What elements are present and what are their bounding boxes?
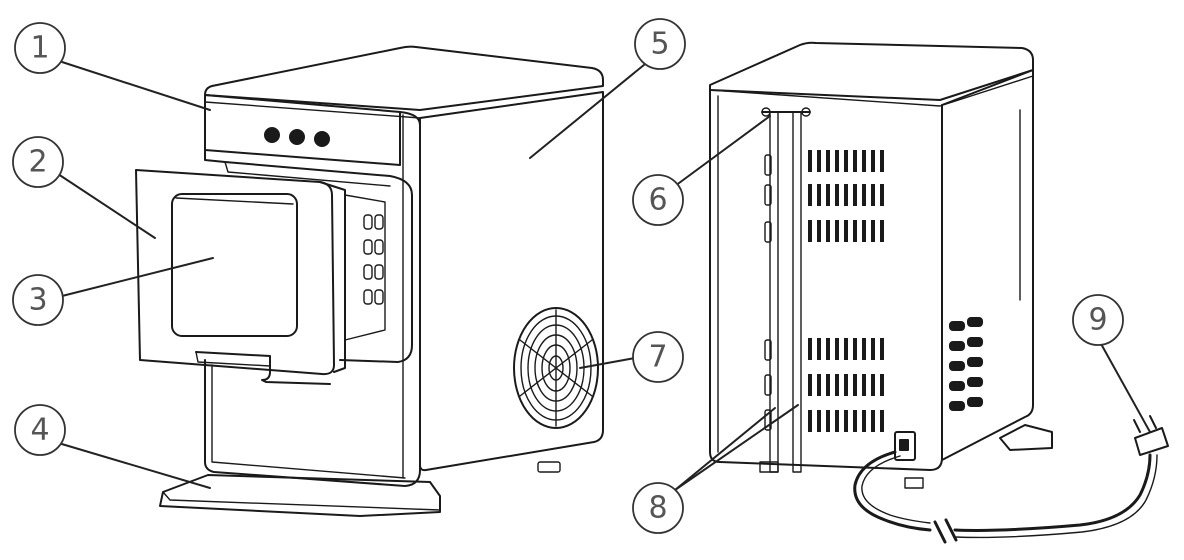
door-handle [195,351,331,385]
callout-8: 8 [632,482,684,534]
svg-text:9: 9 [1088,303,1107,338]
leader-9 [1099,341,1151,433]
door-window [171,193,298,337]
power-cord [853,450,932,532]
select-knob-icon [314,131,330,147]
leader-5 [529,59,651,159]
callout-1: 1 [14,22,66,74]
callout-4: 4 [14,404,66,456]
side-panel [419,91,604,472]
front-view [135,45,604,517]
callout-9: 9 [1072,294,1124,346]
top-lid [204,45,604,111]
back-vents-upper [764,150,884,243]
svg-text:8: 8 [648,491,667,526]
drip-tray [159,474,441,517]
back-top-lid [709,41,1034,101]
leader-1 [61,61,211,111]
control-panel [204,94,401,166]
door-side-thickness [319,181,346,373]
power-cord-end [953,453,1152,532]
callout-5: 5 [634,18,686,70]
leader-8b [674,404,799,491]
back-side-panel [941,69,1034,461]
back-vents-lower [764,338,884,432]
power-knob-icon [264,127,280,143]
leader-8a [674,407,776,491]
callout-2: 2 [12,136,64,188]
callout-3: 3 [12,274,64,326]
mode-knob-icon [289,129,305,145]
power-socket [894,431,916,461]
leader-3 [61,257,214,297]
power-plug-icon [1134,427,1169,456]
svg-text:4: 4 [30,413,49,448]
callouts: 1 2 3 4 5 6 7 8 [12,18,1124,534]
leader-lines [54,59,1151,491]
leader-4 [54,441,211,489]
back-panel [709,89,943,471]
back-base-right [999,424,1053,451]
leader-7 [579,357,636,369]
callout-7: 7 [632,331,684,383]
front-foot-right [537,461,561,473]
basket-vents [363,214,384,305]
svg-text:5: 5 [650,27,669,62]
basket-opening [204,149,413,363]
svg-text:3: 3 [28,283,47,318]
front-lower-body [204,359,421,487]
leader-2 [54,171,156,239]
leader-6 [674,115,771,187]
side-vents [949,317,983,411]
svg-text:7: 7 [648,340,667,375]
svg-text:6: 6 [648,183,667,218]
back-view [709,41,1169,544]
svg-text:1: 1 [30,31,49,66]
fan-grille-icon [513,307,599,429]
callout-6: 6 [632,174,684,226]
drain-pipe-right [792,111,802,473]
svg-text:2: 2 [28,145,47,180]
